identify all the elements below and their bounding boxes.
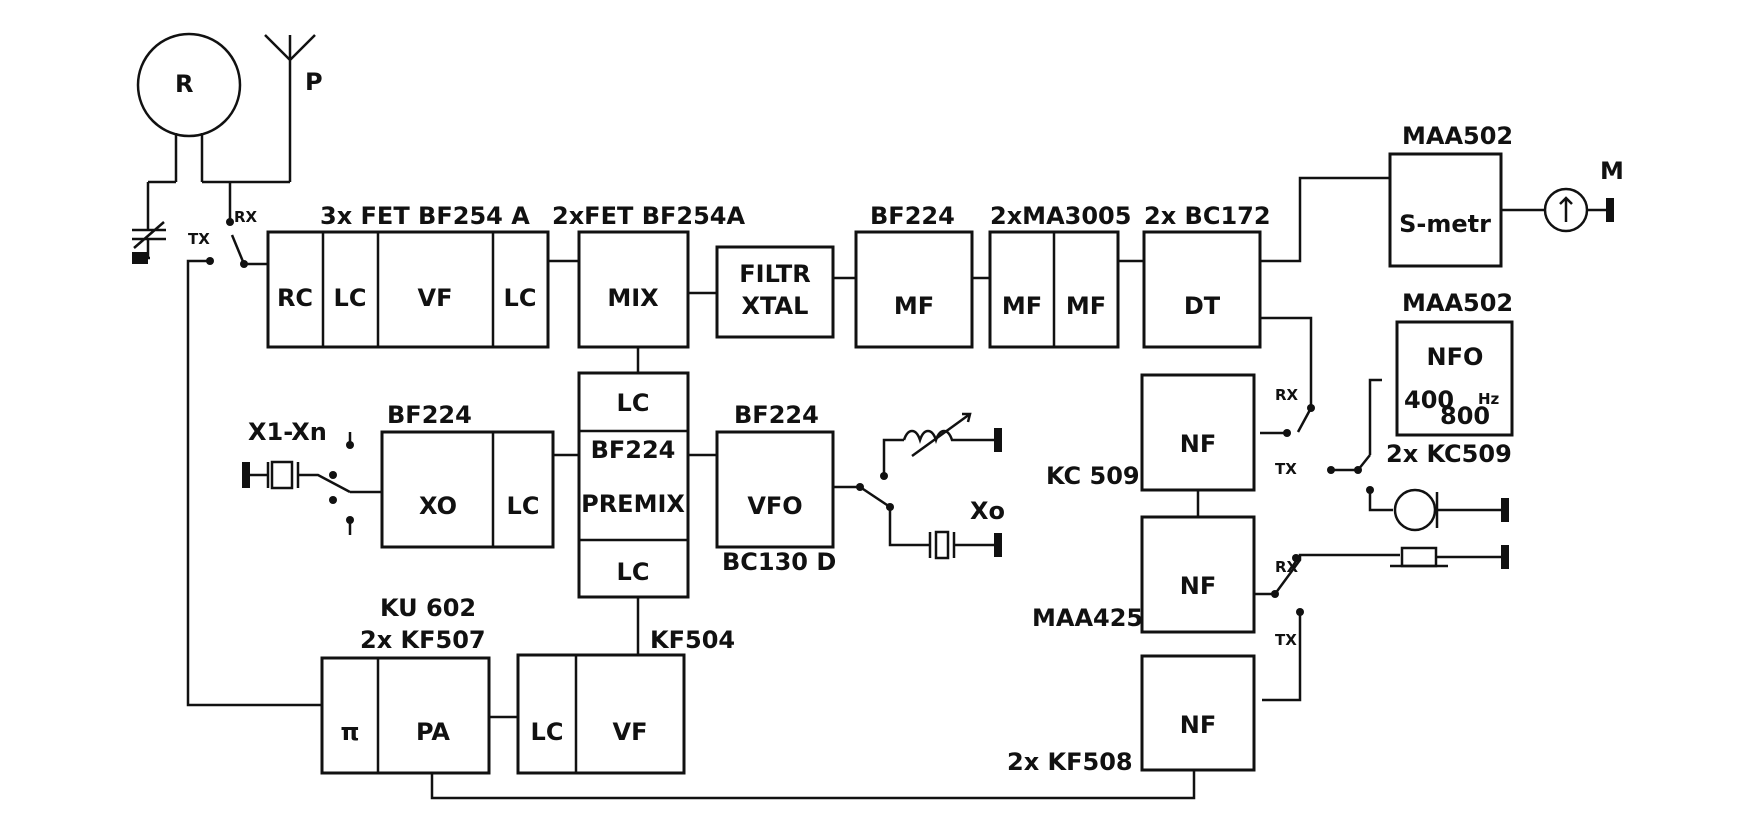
microphone-icon (1366, 486, 1509, 532)
nf1-block: KC 509 NF (1046, 373, 1256, 492)
mic-tx-label: TX (1275, 631, 1297, 649)
xo-block: BF224 XO LC (380, 401, 555, 549)
filter-line2: XTAL (742, 292, 809, 320)
meter-label: M (1600, 157, 1624, 185)
mix-block: 2xFET BF254A MIX (552, 202, 745, 349)
premix-device: BF224 (591, 436, 676, 464)
pa-label-2: 2x KF507 (360, 626, 486, 654)
input-chain-label: 3x FET BF254 A (320, 202, 530, 230)
wiring (132, 32, 1614, 800)
driver-block: KF504 LC VF (516, 626, 735, 775)
trimmer-capacitor-icon (132, 221, 166, 264)
premix-block: LC BF224 PREMIX LC (577, 371, 690, 599)
xo-lc: LC (507, 492, 540, 520)
pa-block: KU 602 2x KF507 π PA (320, 594, 491, 775)
nfo-block: MAA502 NFO 400 Hz 800 2x KC509 (1386, 289, 1514, 468)
crystal-xo-icon (928, 530, 998, 560)
nf1-label: KC 509 (1046, 462, 1140, 490)
vfo-switch-icon (833, 412, 1002, 560)
whip-antenna-label: P (305, 68, 323, 96)
mf-dual-block: 2xMA3005 MF MF (988, 202, 1131, 349)
nf3-block: 2x KF508 NF (1007, 654, 1256, 776)
premix-lc-top: LC (617, 389, 650, 417)
smeter-label: MAA502 (1402, 122, 1513, 150)
meter-icon (1543, 187, 1589, 233)
filter-line1: FILTR (739, 260, 811, 288)
crystals-label: X1-Xn (248, 418, 327, 446)
mf-block: BF224 MF (854, 202, 974, 349)
mf-label: BF224 (870, 202, 955, 230)
mf-dual-cell-2: MF (1066, 292, 1106, 320)
nf2-block: MAA425 NF (1032, 515, 1256, 634)
pa-name: PA (416, 718, 450, 746)
nf2-label: MAA425 (1032, 604, 1143, 632)
speaker-icon (1390, 545, 1509, 569)
loop-antenna-icon (136, 32, 242, 138)
pa-pi: π (341, 718, 360, 746)
variable-inductor-icon (902, 429, 998, 444)
nfo-label: MAA502 (1402, 289, 1513, 317)
cell-lc-2: LC (504, 284, 537, 312)
nfo-unit: Hz (1478, 390, 1500, 408)
antenna-rx-label: RX (234, 208, 258, 226)
mf-name: MF (894, 292, 934, 320)
cell-vf: VF (418, 284, 453, 312)
audio-tx-label: TX (1275, 460, 1297, 478)
premix-name: PREMIX (581, 490, 685, 518)
cell-rc: RC (277, 284, 313, 312)
smeter-name: S-metr (1399, 210, 1491, 238)
smeter-block: MAA502 S-metr M (1388, 122, 1624, 268)
detector-name: DT (1184, 292, 1221, 320)
audio-rx-label: RX (1275, 386, 1299, 404)
xo-name: XO (419, 492, 457, 520)
mix-label: 2xFET BF254A (552, 202, 745, 230)
nfo-name: NFO (1427, 343, 1484, 371)
nfo-freq-2: 800 (1440, 402, 1490, 430)
vfo-sub: BC130 D (722, 548, 836, 576)
detector-block: 2x BC172 DT (1142, 202, 1271, 349)
input-chain-block: 3x FET BF254 A RC LC VF LC (266, 202, 550, 349)
mic-rx-label: RX (1275, 558, 1299, 576)
pa-label-1: KU 602 (380, 594, 476, 622)
nf3-label: 2x KF508 (1007, 748, 1133, 776)
nf1-name: NF (1180, 430, 1216, 458)
mix-name: MIX (607, 284, 659, 312)
antenna-tx-label: TX (188, 230, 210, 248)
loop-antenna-label: R (175, 70, 193, 98)
vfo-crystal-label: Xo (970, 497, 1005, 525)
crystal-bank-switch-icon (242, 432, 382, 535)
vfo-label: BF224 (734, 401, 819, 429)
mf-dual-cell-1: MF (1002, 292, 1042, 320)
whip-antenna-icon (264, 34, 316, 182)
cell-lc-1: LC (334, 284, 367, 312)
mf-dual-label: 2xMA3005 (990, 202, 1131, 230)
detector-label: 2x BC172 (1144, 202, 1271, 230)
driver-lc: LC (531, 718, 564, 746)
nf2-name: NF (1180, 572, 1216, 600)
audio-rx-tx-switch-icon (1260, 378, 1382, 474)
xo-label: BF224 (387, 401, 472, 429)
vfo-name: VFO (747, 492, 802, 520)
driver-vf: VF (613, 718, 648, 746)
vfo-block: BF224 VFO BC130 D Xo (715, 401, 1005, 576)
nfo-sub: 2x KC509 (1386, 440, 1512, 468)
premix-lc-bottom: LC (617, 558, 650, 586)
nfo-freq-1: 400 (1404, 386, 1454, 414)
driver-label: KF504 (650, 626, 735, 654)
crystal-filter-block: FILTR XTAL (715, 245, 835, 339)
nf3-name: NF (1180, 711, 1216, 739)
antenna-rx-tx-switch-icon (186, 182, 322, 707)
